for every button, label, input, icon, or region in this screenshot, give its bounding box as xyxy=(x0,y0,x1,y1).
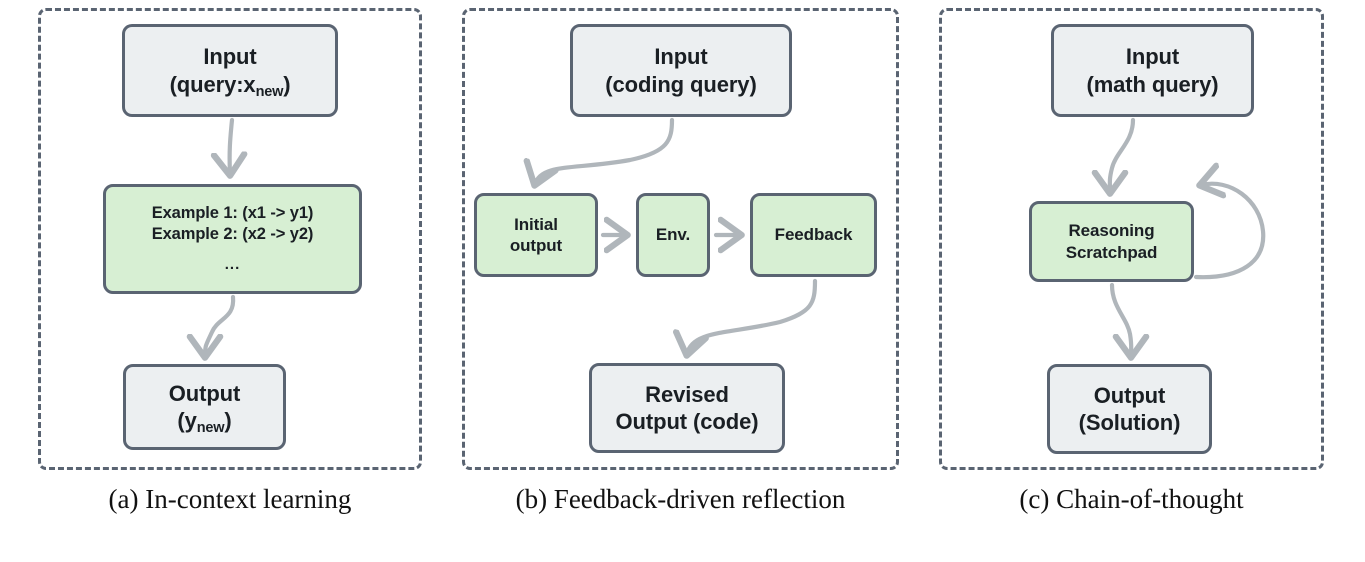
node-a-input-line2: (query:xnew) xyxy=(169,71,291,100)
caption-panel-b: (b) Feedback-driven reflection xyxy=(515,484,846,514)
caption-panel-c: (c) Chain-of-thought xyxy=(1019,484,1244,514)
node-b-env: Env. xyxy=(636,193,710,277)
node-c-scratch-line1: Reasoning xyxy=(1068,221,1155,241)
node-a-output-line2-post: ) xyxy=(224,408,232,433)
node-a-input-line2-post: ) xyxy=(283,71,291,97)
node-c-reasoning-scratchpad: Reasoning Scratchpad xyxy=(1029,201,1194,282)
node-a-examples-ellipsis: ... xyxy=(224,256,241,274)
node-c-input: Input (math query) xyxy=(1051,24,1254,117)
node-a-output-line2-sub: new xyxy=(196,420,225,437)
node-b-initial-output: Initial output xyxy=(474,193,598,277)
node-b-revised-output: Revised Output (code) xyxy=(589,363,785,453)
node-b-initial-line1: Initial xyxy=(514,214,558,234)
node-a-output-line2: (ynew) xyxy=(177,407,232,437)
node-a-examples: Example 1: (x1 -> y1) Example 2: (x2 -> … xyxy=(103,184,362,294)
node-c-output-line1: Output xyxy=(1093,382,1166,408)
node-b-initial-line2: output xyxy=(509,236,563,255)
node-a-input-line2-sub: new xyxy=(255,83,284,100)
node-c-output-line2: (Solution) xyxy=(1078,410,1181,435)
node-a-input: Input (query:xnew) xyxy=(122,24,338,117)
node-c-output: Output (Solution) xyxy=(1047,364,1212,454)
node-b-env-label: Env. xyxy=(655,225,691,245)
node-a-output: Output (ynew) xyxy=(123,364,286,450)
node-c-input-line1: Input xyxy=(1125,44,1180,69)
node-a-input-line1: Input xyxy=(203,44,257,69)
node-b-revised-line1: Revised xyxy=(645,381,729,407)
node-b-feedback: Feedback xyxy=(750,193,877,277)
node-c-input-line2: (math query) xyxy=(1086,71,1219,97)
node-a-examples-line2: Example 2: (x2 -> y2) xyxy=(151,224,314,243)
node-c-scratch-line2: Scratchpad xyxy=(1065,242,1158,262)
node-b-revised-line2: Output (code) xyxy=(615,409,759,434)
node-a-input-line2-pre: (query:x xyxy=(169,71,256,97)
node-a-examples-line1: Example 1: (x1 -> y1) xyxy=(151,204,314,222)
node-b-feedback-label: Feedback xyxy=(774,225,853,245)
node-a-output-line2-pre: (y xyxy=(177,408,197,433)
node-b-input: Input (coding query) xyxy=(570,24,792,117)
node-a-output-line1: Output xyxy=(168,380,241,406)
node-b-input-line1: Input xyxy=(654,44,708,69)
caption-panel-a: (a) In-context learning xyxy=(108,484,352,514)
node-b-input-line2: (coding query) xyxy=(605,71,757,97)
